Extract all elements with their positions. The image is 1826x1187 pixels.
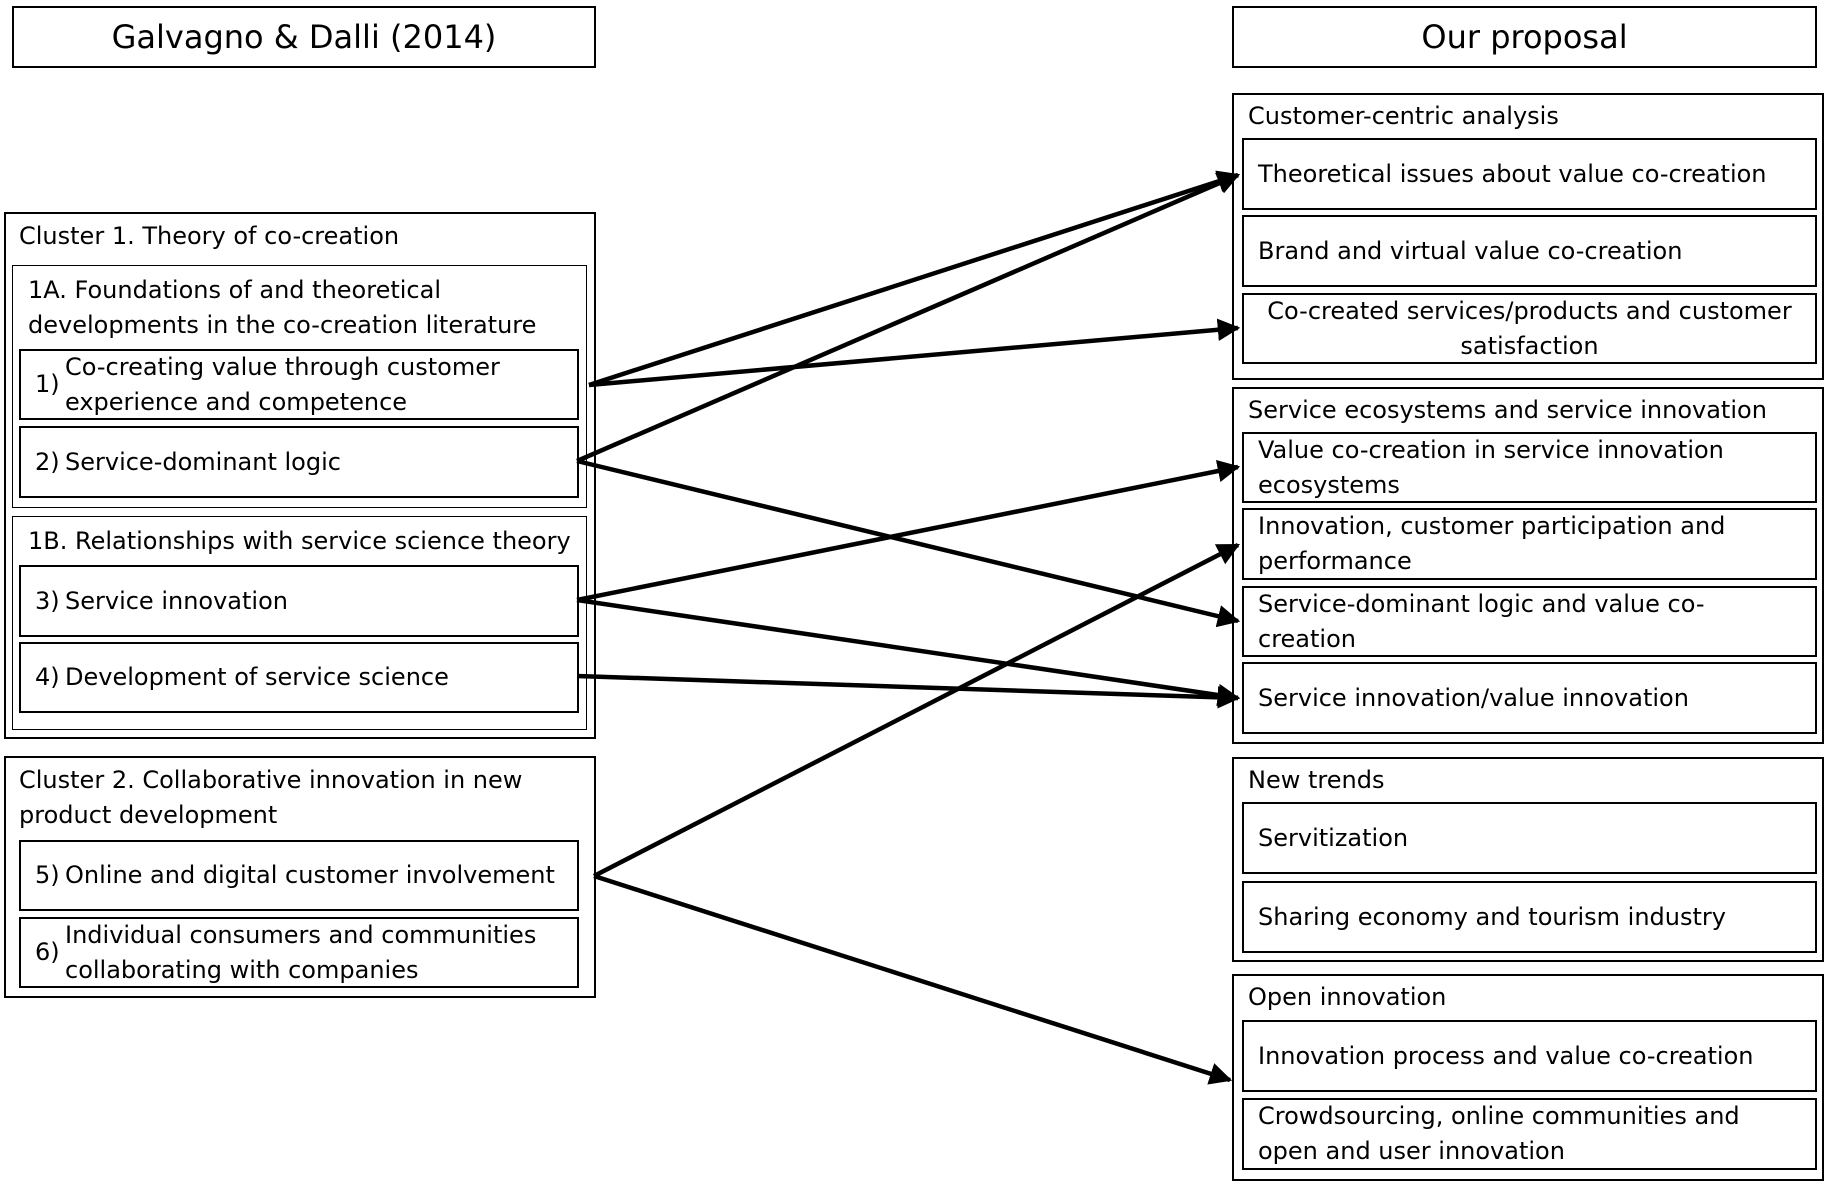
arrow-3-to-value-ecosystems [576, 459, 1241, 603]
target-innovation-participation-text: Innovation, customer participation and p… [1258, 512, 1726, 575]
target-co-created-services: Co-created services/products and custome… [1242, 293, 1817, 364]
source-item-3-text: Service innovation [65, 586, 288, 615]
target-crowdsourcing-text: Crowdsourcing, online communities and op… [1258, 1102, 1740, 1165]
arrow-4-to-service-innovation [576, 673, 1241, 709]
target-innovation-process-text: Innovation process and value co-creation [1258, 1041, 1754, 1070]
source-item-6-text: Individual consumers and communities col… [65, 920, 537, 984]
source-item-5-number: 5) [35, 861, 60, 889]
target-servitization: Servitization [1242, 802, 1817, 874]
target-crowdsourcing: Crowdsourcing, online communities and op… [1242, 1098, 1817, 1170]
source-item-2-text: Service-dominant logic [65, 447, 341, 476]
arrow-5-to-open-innovation [593, 873, 1233, 1085]
target-innovation-participation: Innovation, customer participation and p… [1242, 508, 1817, 580]
left-header-text: Galvagno & Dalli (2014) [111, 18, 497, 56]
source-item-2: 2) Service-dominant logic [19, 426, 579, 498]
source-item-6-number: 6) [35, 938, 60, 966]
cluster-1-label: Cluster 1. Theory of co-creation [19, 222, 400, 250]
source-item-5: 5) Online and digital customer involveme… [19, 840, 579, 911]
target-value-ecosystems-text: Value co-creation in service innovation … [1258, 435, 1724, 499]
right-header-text: Our proposal [1421, 18, 1628, 56]
group-customer-centric-label: Customer-centric analysis [1248, 102, 1559, 130]
target-brand-virtual: Brand and virtual value co-creation [1242, 215, 1817, 287]
target-sharing-economy-text: Sharing economy and tourism industry [1258, 902, 1726, 931]
arrow-5-to-innovation-participation [592, 542, 1241, 879]
group-new-trends-label: New trends [1248, 766, 1385, 794]
right-header: Our proposal [1232, 6, 1817, 68]
subcluster-1b-label: 1B. Relationships with service science t… [28, 527, 571, 555]
target-sharing-economy: Sharing economy and tourism industry [1242, 881, 1817, 953]
source-item-4: 4) Development of service science [19, 642, 579, 713]
target-sdl-value: Service-dominant logic and value co-crea… [1242, 586, 1817, 657]
source-item-4-text: Development of service science [65, 663, 449, 691]
source-item-1: 1) Co-creating value through customer ex… [19, 349, 579, 420]
arrow-3-to-service-innovation [576, 597, 1241, 707]
arrow-2-to-theoretical-issues [576, 172, 1241, 464]
source-item-1-number: 1) [35, 370, 60, 398]
arrow-1-to-co-created-services [588, 318, 1241, 388]
arrow-1-to-theoretical-issues [588, 170, 1241, 388]
left-header: Galvagno & Dalli (2014) [12, 6, 596, 68]
source-item-6: 6) Individual consumers and communities … [19, 917, 579, 988]
subcluster-1a-label: 1A. Foundations of and theoretical devel… [28, 276, 537, 339]
source-item-3-number: 3) [35, 586, 60, 615]
target-sdl-value-text: Service-dominant logic and value co-crea… [1258, 589, 1705, 653]
target-service-innovation: Service innovation/value innovation [1242, 662, 1817, 734]
target-service-innovation-text: Service innovation/value innovation [1258, 683, 1689, 712]
arrow-2-to-sdl-value [576, 458, 1241, 628]
source-item-2-number: 2) [35, 447, 60, 476]
target-innovation-process: Innovation process and value co-creation [1242, 1020, 1817, 1092]
source-item-4-number: 4) [35, 663, 60, 691]
source-item-5-text: Online and digital customer involvement [65, 861, 555, 889]
target-value-ecosystems: Value co-creation in service innovation … [1242, 432, 1817, 503]
target-co-created-services-text: Co-created services/products and custome… [1267, 296, 1792, 360]
target-brand-virtual-text: Brand and virtual value co-creation [1258, 236, 1683, 265]
group-service-ecosystems-label: Service ecosystems and service innovatio… [1248, 396, 1767, 424]
source-item-1-text: Co-creating value through customer exper… [65, 352, 500, 416]
group-open-innovation-label: Open innovation [1248, 983, 1447, 1011]
cluster-2-label: Cluster 2. Collaborative innovation in n… [19, 766, 523, 829]
target-theoretical-issues-text: Theoretical issues about value co-creati… [1258, 159, 1767, 188]
target-theoretical-issues: Theoretical issues about value co-creati… [1242, 138, 1817, 210]
target-servitization-text: Servitization [1258, 823, 1409, 852]
